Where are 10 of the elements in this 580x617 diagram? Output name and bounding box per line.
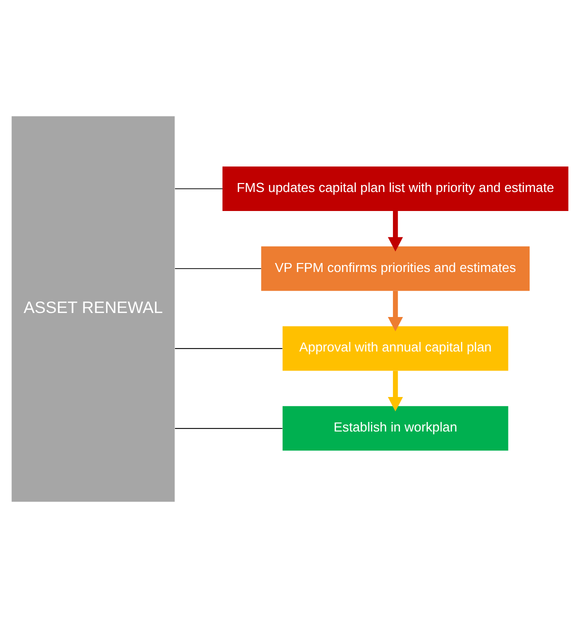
node-box: VP FPM confirms priorities and estimates [261, 246, 530, 290]
node-box: Establish in workplan [282, 406, 508, 450]
connector [174, 188, 223, 189]
node-box: FMS updates capital plan list with priority and estimate [222, 166, 568, 210]
node-box: ASSET RENEWAL [12, 116, 175, 502]
node-box: Approval with annual capital plan [282, 326, 508, 370]
connector [174, 268, 262, 269]
arrow [388, 290, 403, 331]
arrow [388, 370, 403, 411]
arrow [388, 210, 403, 252]
